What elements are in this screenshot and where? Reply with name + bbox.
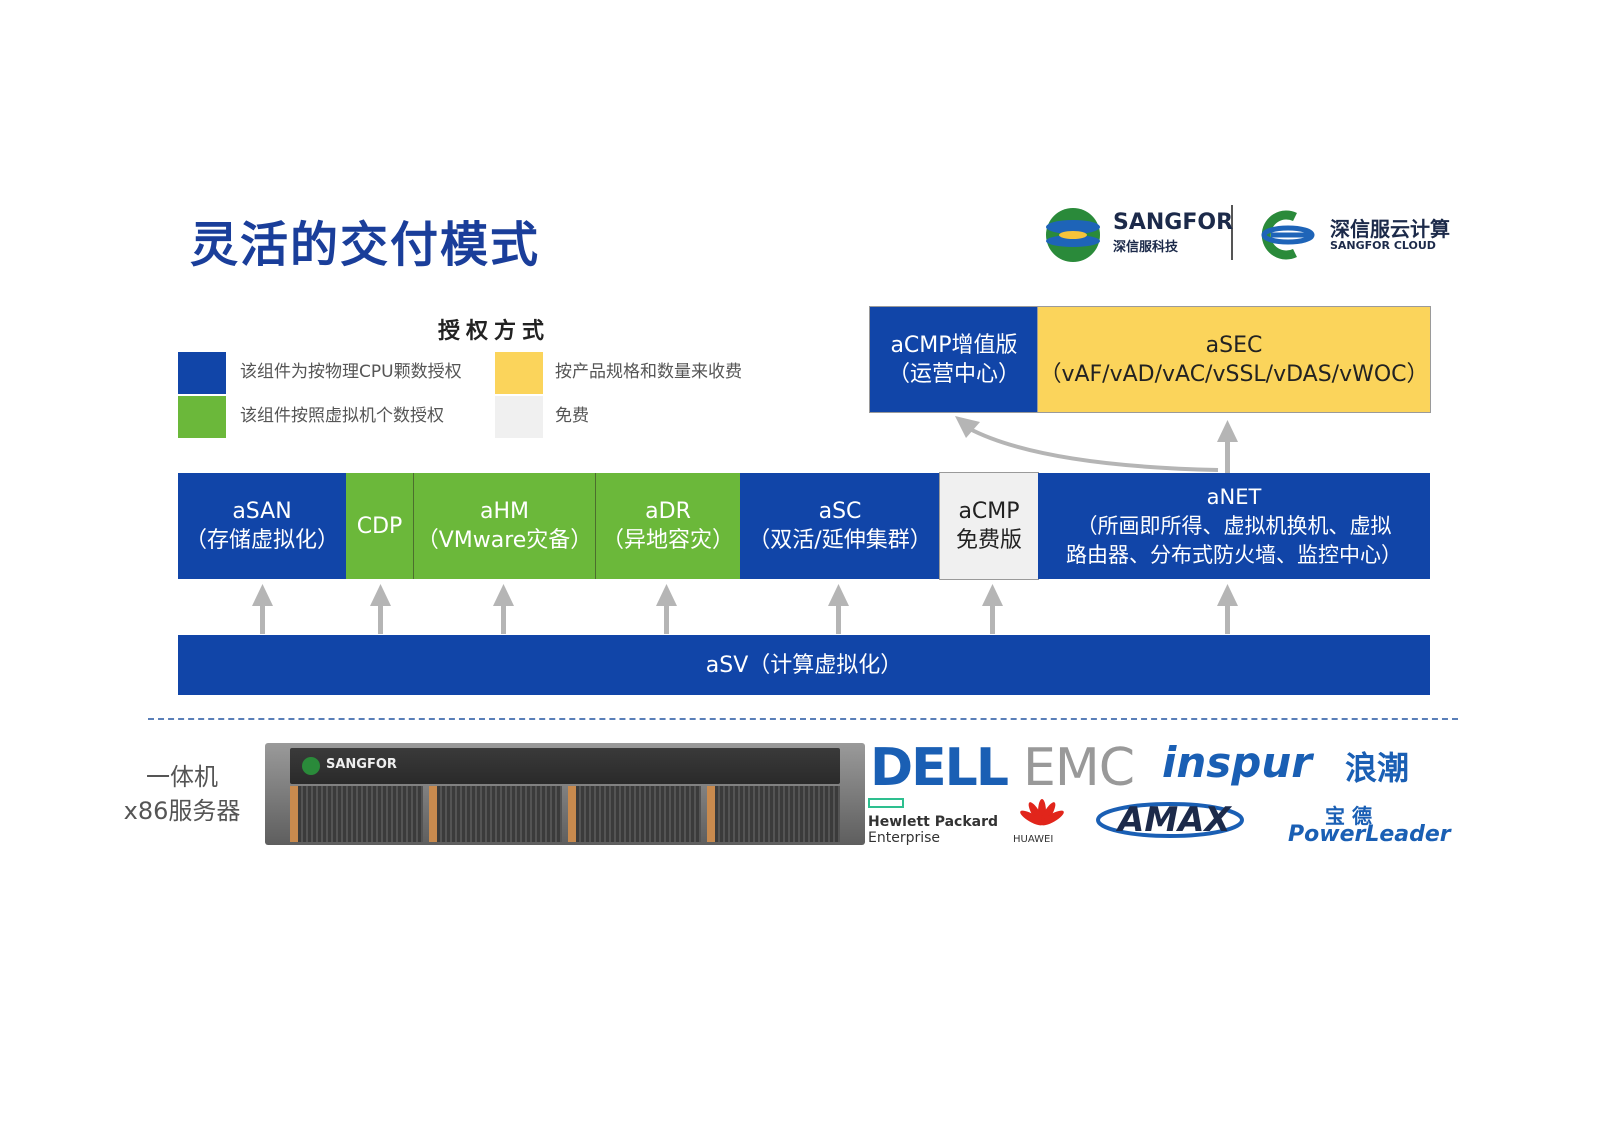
amax-swoosh-icon [1096,802,1244,838]
inspur-cn-logo: 浪潮 [1345,749,1410,787]
legend-swatch-green [178,396,226,438]
hardware-label-line1: 一体机 [146,763,218,791]
anet-desc-line2: 路由器、分布式防火墙、监控中心） [1066,542,1402,567]
cloud-logo-cn: 深信服云计算 [1330,217,1450,241]
drive-bay [568,786,701,842]
dell-logo: DELL [870,738,1009,798]
arrow-anet [1217,584,1238,634]
hpe-logo: Hewlett Packard Enterprise [868,814,998,846]
adr-desc: （异地容灾） [601,528,734,553]
asc-desc: （双活/延伸集群） [748,528,932,553]
cdp-box: CDP [346,473,414,579]
arrow-asc [828,584,849,634]
arrow-ahm [493,584,514,634]
huawei-flower-icon [1020,799,1064,826]
asan-desc: （存储虚拟化） [184,528,339,553]
server-brand: SANGFOR [326,757,397,772]
legend-label-blue: 该组件为按物理CPU颗数授权 [240,362,462,382]
arrow-asan [252,584,273,634]
ahm-desc: （VMware灾备） [416,528,593,553]
inspur-logo: inspur [1162,738,1312,787]
drive-bay [290,786,423,842]
anet-desc-line1: （所画即所得、虚拟机换机、虚拟 [1076,513,1392,538]
arrow-anet-to-acmp [967,426,1219,472]
arrow-cdp [370,584,391,634]
drive-bay [707,786,840,842]
legend-swatch-grey [495,396,543,438]
asec-box: aSEC （vAF/vAD/vAC/vSSL/vDAS/vWOC） [1037,306,1431,413]
ahm-box: aHM （VMware灾备） [414,473,596,579]
acmp-paid-box: aCMP增值版 （运营中心） [869,306,1039,413]
server-drive-bays [290,786,840,842]
drive-bay [429,786,562,842]
asc-name: aSC [818,499,862,524]
emc-logo: EMC [1023,738,1135,798]
legend-title: 授权方式 [438,319,551,344]
adr-name: aDR [645,499,691,524]
hardware-label-line2: x86服务器 [123,797,241,825]
powerleader-cn-logo: 宝 德 [1325,804,1372,828]
asec-name: aSEC [1205,332,1263,358]
acmp-free-desc: 免费版 [955,528,1022,553]
sangfor-logo-text: SANGFOR [1113,210,1234,235]
acmp-free-box: aCMP 免费版 [939,472,1039,580]
anet-name: aNET [1206,484,1262,509]
acmp-paid-name: aCMP增值版 [890,332,1018,358]
arrow-acmp-free [982,584,1003,634]
hpe-logo-line2: Enterprise [868,830,941,846]
cloud-logo-en: SANGFOR CLOUD [1330,239,1436,252]
page-title: 灵活的交付模式 [190,217,541,273]
legend-label-green: 该组件按照虚拟机个数授权 [240,406,444,426]
powerleader-logo: PowerLeader [1288,822,1451,847]
legend-label-yellow: 按产品规格和数量来收费 [555,362,742,382]
asc-box: aSC （双活/延伸集群） [740,473,940,579]
logo-group: SANGFOR 深信服科技 深信服云计算 SANGFOR CLOUD [1045,205,1525,275]
amax-logo: AMAX [1118,800,1231,840]
asan-name: aSAN [232,499,292,524]
acmp-paid-desc: （运营中心） [887,361,1020,387]
cdp-name: CDP [356,513,403,539]
sangfor-logo-cn: 深信服科技 [1113,240,1179,255]
sangfor-globe-icon [1046,205,1315,262]
huawei-logo: HUAWEI [1013,834,1054,845]
arrow-anet-to-acmp-head [955,416,980,438]
asec-desc: （vAF/vAD/vAC/vSSL/vDAS/vWOC） [1039,361,1429,387]
adr-box: aDR （异地容灾） [596,473,740,579]
arrow-adr [656,584,677,634]
asv-bar: aSV（计算虚拟化） [178,635,1430,695]
acmp-free-name: aCMP [958,499,1020,524]
ahm-name: aHM [479,499,529,524]
legend-swatch-yellow [495,352,543,394]
asan-box: aSAN （存储虚拟化） [178,473,346,579]
anet-box: aNET （所画即所得、虚拟机换机、虚拟 路由器、分布式防火墙、监控中心） [1038,473,1430,579]
hpe-logo-icon [868,798,904,808]
hpe-logo-line1: Hewlett Packard [868,814,999,830]
arrow-anet-to-asec [1217,420,1238,473]
hardware-separator [148,718,1458,720]
legend-label-grey: 免费 [555,406,589,426]
server-front-panel: SANGFOR [290,748,840,784]
hardware-label: 一体机 x86服务器 [112,760,252,828]
server-logo-icon [302,757,320,775]
legend-swatch-blue [178,352,226,394]
